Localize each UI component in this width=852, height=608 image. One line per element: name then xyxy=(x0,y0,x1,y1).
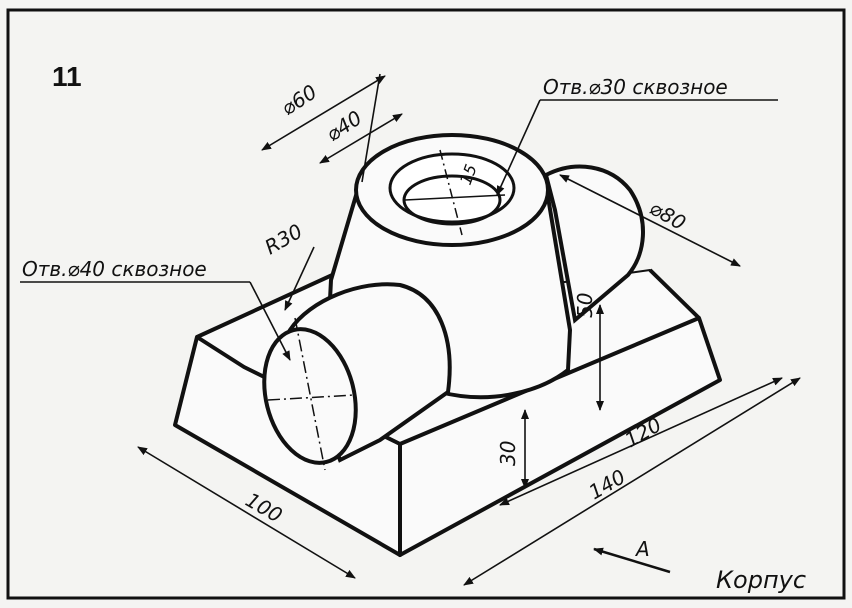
dim-50-label: 50 xyxy=(573,293,597,318)
dim-r30-label: R30 xyxy=(261,219,307,259)
dim-d80-label: ⌀80 xyxy=(646,196,690,236)
view-a-label: A xyxy=(634,537,650,561)
part-name-label: Корпус xyxy=(716,566,806,594)
dimension-lines xyxy=(20,73,801,586)
figure-number: 11 xyxy=(52,61,82,92)
dim-140-label: 140 xyxy=(585,464,630,504)
dim-d60-label: ⌀60 xyxy=(277,80,322,121)
sheet-border xyxy=(6,8,846,600)
callout-hole-vertical: Отв.⌀30 сквозное xyxy=(543,75,728,99)
dim-100-label: 100 xyxy=(242,488,287,528)
horizontal-cylinder xyxy=(262,282,452,471)
callout-hole-horizontal: Отв.⌀40 сквозное xyxy=(22,257,207,281)
dim-30-label: 30 xyxy=(496,441,520,466)
